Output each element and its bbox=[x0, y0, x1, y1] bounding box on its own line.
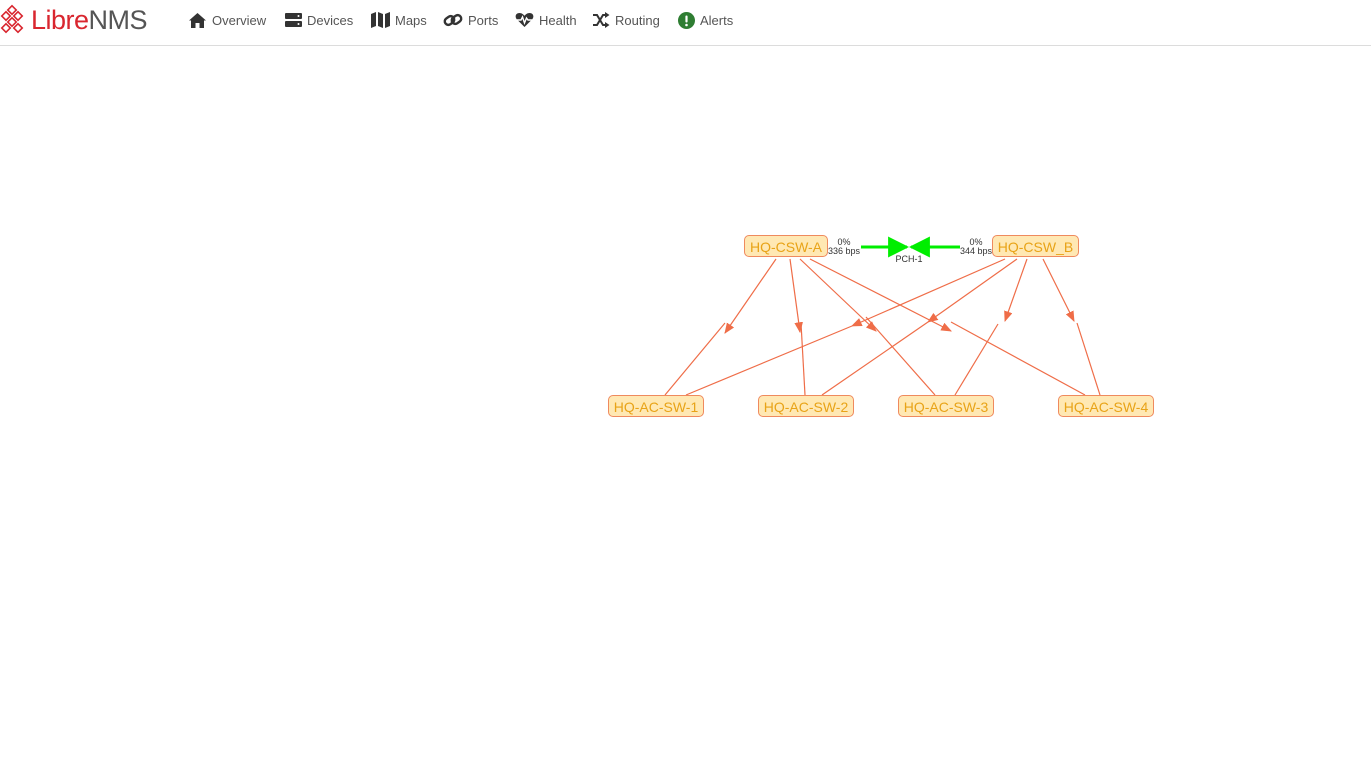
edge-ac-sw-4-to-csw-b[interactable] bbox=[1076, 322, 1101, 396]
link-b-rate: 344 bps bbox=[959, 246, 993, 256]
network-map-canvas[interactable]: HQ-CSW-A HQ-CSW_B HQ-AC-SW-1 HQ-AC-SW-2 … bbox=[0, 46, 1371, 764]
nav-routing[interactable]: Routing bbox=[592, 10, 660, 30]
node-hq-ac-sw-1[interactable]: HQ-AC-SW-1 bbox=[608, 395, 704, 417]
edge-csw-b-to-ac-sw-4[interactable] bbox=[1042, 258, 1075, 322]
librenms-logo-icon bbox=[0, 4, 24, 34]
node-hq-ac-sw-2[interactable]: HQ-AC-SW-2 bbox=[758, 395, 854, 417]
nav-maps-label: Maps bbox=[395, 12, 427, 28]
link-a-rate: 336 bps bbox=[827, 246, 861, 256]
link-a-utilization: 0% bbox=[837, 237, 851, 247]
link-b-label: 0% 344 bps bbox=[956, 238, 996, 256]
heartbeat-icon bbox=[515, 13, 534, 27]
node-hq-ac-sw-4[interactable]: HQ-AC-SW-4 bbox=[1058, 395, 1154, 417]
network-map-edges bbox=[664, 236, 1101, 396]
edge-csw-a-to-ac-sw-2[interactable] bbox=[789, 258, 803, 334]
edge-ac-sw-1-to-csw-b[interactable] bbox=[685, 325, 853, 396]
edge-ac-sw-3-to-csw-a[interactable] bbox=[865, 316, 936, 396]
nav-ports-label: Ports bbox=[468, 12, 499, 28]
server-icon bbox=[285, 13, 302, 27]
node-hq-ac-sw-3[interactable]: HQ-AC-SW-3 bbox=[898, 395, 994, 417]
edge-csw-a-to-ac-sw-3[interactable] bbox=[799, 258, 877, 332]
node-hq-csw-a[interactable]: HQ-CSW-A bbox=[744, 235, 828, 257]
brand-suffix: NMS bbox=[88, 5, 148, 35]
nav-devices[interactable]: Devices bbox=[285, 10, 353, 30]
exclamation-circle-icon bbox=[678, 11, 695, 29]
nav-health-label: Health bbox=[539, 12, 577, 28]
librenms-logo[interactable]: LibreNMS bbox=[0, 4, 148, 36]
nav-overview-label: Overview bbox=[212, 12, 267, 28]
edge-csw-b-to-ac-sw-3[interactable] bbox=[1004, 258, 1028, 323]
edge-ac-sw-3-to-csw-b[interactable] bbox=[954, 323, 999, 396]
edge-csw-a-to-ac-sw-1[interactable] bbox=[724, 258, 777, 334]
edge-csw-b-to-ac-sw-1[interactable] bbox=[851, 258, 1006, 327]
link-a-label: 0% 336 bps bbox=[824, 238, 864, 256]
link-icon bbox=[443, 13, 463, 27]
nav-health[interactable]: Health bbox=[515, 10, 577, 30]
map-icon bbox=[371, 12, 390, 28]
link-b-utilization: 0% bbox=[969, 237, 983, 247]
link-name-label: PCH-1 bbox=[895, 254, 923, 264]
edge-csw-b-to-ac-sw-2[interactable] bbox=[927, 258, 1018, 323]
nav-routing-label: Routing bbox=[615, 12, 660, 28]
nav-alerts-label: Alerts bbox=[700, 12, 734, 28]
node-hq-csw-b[interactable]: HQ-CSW_B bbox=[992, 235, 1079, 257]
nav-devices-label: Devices bbox=[307, 12, 354, 28]
top-navbar: LibreNMS Overview Devices Maps Ports Hea… bbox=[0, 0, 1371, 46]
edge-ac-sw-2-to-csw-a[interactable] bbox=[800, 322, 806, 396]
nav-alerts[interactable]: Alerts bbox=[678, 10, 733, 30]
brand-prefix: Libre bbox=[31, 5, 89, 35]
home-icon bbox=[189, 12, 206, 28]
edge-ac-sw-4-to-csw-a[interactable] bbox=[950, 321, 1086, 396]
nav-ports[interactable]: Ports bbox=[443, 10, 498, 30]
nav-maps[interactable]: Maps bbox=[371, 10, 427, 30]
nav-overview[interactable]: Overview bbox=[188, 10, 266, 30]
random-icon bbox=[593, 12, 610, 28]
edge-ac-sw-1-to-csw-a[interactable] bbox=[664, 322, 726, 396]
edge-ac-sw-2-to-csw-b[interactable] bbox=[821, 321, 929, 396]
